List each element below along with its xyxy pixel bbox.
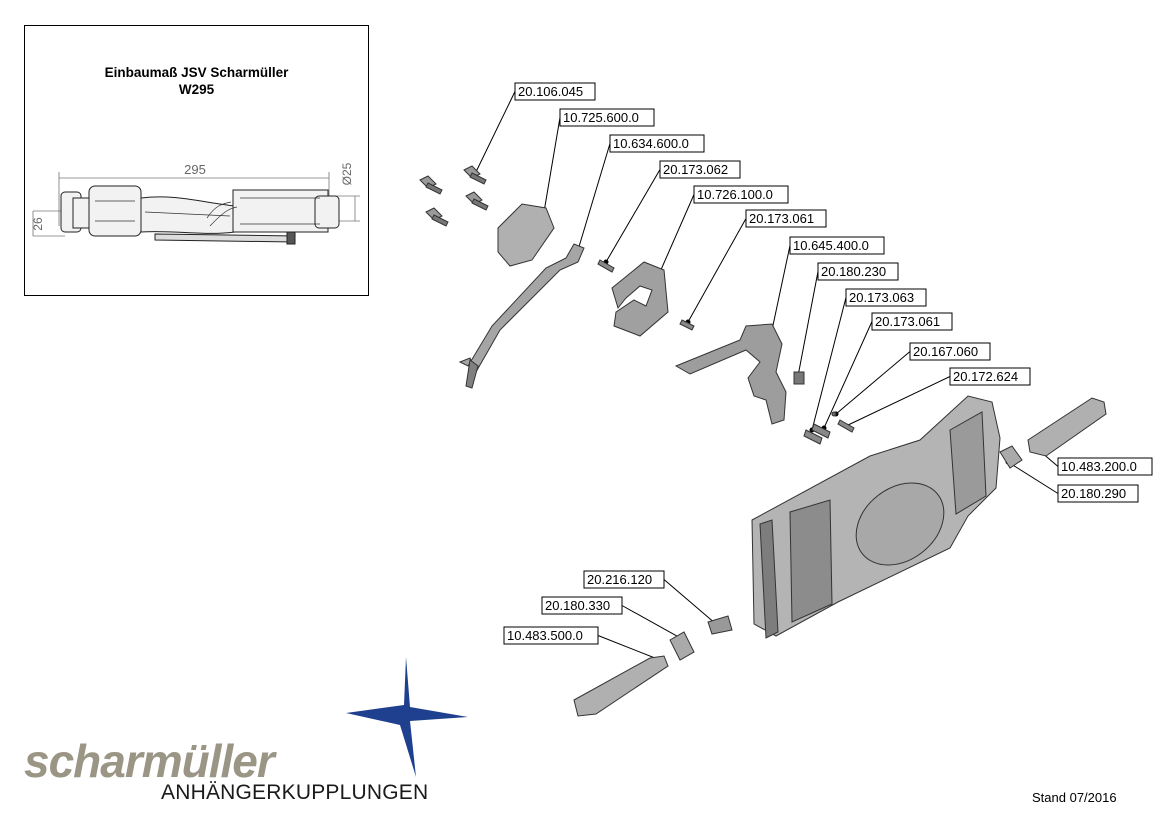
part-number-label: 20.173.063: [849, 290, 914, 305]
part-number-label: 20.106.045: [518, 84, 583, 99]
part-callout: 20.173.061: [745, 209, 827, 228]
leader-line: [621, 605, 685, 641]
part-callout: 10.645.400.0: [789, 236, 885, 255]
revision-date: Stand 07/2016: [1032, 790, 1117, 805]
part-number-label: 20.216.120: [587, 572, 652, 587]
spring-right-shape: [999, 445, 1023, 469]
part-number-label: 20.173.061: [749, 211, 814, 226]
part-callout-box: [541, 596, 623, 615]
part-callout-box: [514, 82, 596, 101]
leader-line: [771, 245, 791, 331]
brand-wordmark: scharmüller: [24, 735, 275, 787]
part-shapes: [419, 165, 1107, 717]
leader-line: [835, 351, 911, 415]
spring-bottom-shape: [669, 631, 695, 661]
part-callout-box: [745, 209, 827, 228]
leader-line: [663, 579, 717, 625]
inset-title: Einbaumaß JSV Scharmüller W295: [25, 64, 368, 98]
clip-shape: [707, 615, 733, 635]
part-callout-box: [609, 134, 705, 153]
leader-line: [543, 117, 561, 213]
part-callout: 10.726.100.0: [693, 185, 789, 204]
leader-line: [577, 143, 611, 251]
part-callout: 20.173.061: [871, 312, 953, 331]
pin-bottom-shape: [573, 655, 669, 717]
leader-line: [811, 297, 847, 431]
installation-dimension-inset: Einbaumaß JSV Scharmüller W295 295 26 Ø2…: [24, 25, 369, 296]
part-callout: 20.172.624: [949, 367, 1031, 386]
part-number-label: 20.180.330: [545, 598, 610, 613]
part-callout: 20.180.290: [1057, 484, 1139, 503]
part-callout-box: [817, 262, 899, 281]
part-callout-box: [949, 367, 1031, 386]
leader-line: [823, 321, 873, 429]
inset-dim-length: 295: [184, 162, 206, 177]
part-callout: 20.106.045: [514, 82, 596, 101]
part-number-label: 20.173.062: [663, 162, 728, 177]
brand-tagline: ANHÄNGERKUPPLUNGEN: [161, 781, 429, 804]
bracket-shape: [611, 261, 669, 337]
part-number-label: 20.180.230: [821, 264, 886, 279]
part-number-label: 20.173.061: [875, 314, 940, 329]
part-callout-box: [659, 160, 741, 179]
part-callout-box: [789, 236, 885, 255]
part-callout: 10.483.200.0: [1057, 457, 1153, 476]
inset-drawing: 295 26 Ø25: [31, 162, 360, 245]
leader-line: [845, 376, 951, 427]
part-callout-box: [583, 570, 665, 589]
part-callout: 10.634.600.0: [609, 134, 705, 153]
part-callout: 20.180.330: [541, 596, 623, 615]
part-callout-box: [871, 312, 953, 331]
part-callout: 20.216.120: [583, 570, 665, 589]
leader-line: [687, 218, 747, 323]
part-callout: 10.483.500.0: [503, 626, 599, 645]
leader-line: [473, 91, 516, 177]
inset-title-line2: W295: [178, 82, 215, 97]
leader-line: [659, 194, 695, 273]
leader-line: [797, 271, 819, 377]
leader-line: [1007, 461, 1059, 494]
part-callout: 20.167.060: [909, 342, 991, 361]
inset-dim-diameter: Ø25: [340, 162, 354, 185]
part-callout-box: [693, 185, 789, 204]
part-number-label: 20.180.290: [1061, 486, 1126, 501]
bolt-shapes: [419, 165, 489, 227]
inset-title-line1: Einbaumaß JSV Scharmüller: [104, 65, 289, 80]
part-number-label: 10.483.200.0: [1061, 459, 1137, 474]
inset-dim-height: 26: [31, 217, 45, 231]
part-callout-box: [1057, 484, 1139, 503]
leader-line: [597, 635, 661, 661]
part-number-label: 10.725.600.0: [563, 110, 639, 125]
part-number-label: 10.634.600.0: [613, 136, 689, 151]
part-callout-box: [909, 342, 991, 361]
part-number-label: 20.167.060: [913, 344, 978, 359]
cover-plate-shape: [497, 203, 555, 267]
hook-shape: [674, 323, 787, 425]
pin-right-shape: [1027, 397, 1107, 457]
part-callout: 10.725.600.0: [559, 108, 655, 127]
part-number-label: 10.483.500.0: [507, 628, 583, 643]
pin-shape: [597, 259, 615, 273]
part-number-label: 20.172.624: [953, 369, 1018, 384]
part-callout-box: [1057, 457, 1153, 476]
part-callout-box: [503, 626, 599, 645]
leader-line: [605, 169, 661, 263]
coupling-side-view: [60, 185, 340, 245]
brand-logo-mark: [346, 657, 468, 777]
part-callout: 20.180.230: [817, 262, 899, 281]
part-callout-box: [559, 108, 655, 127]
part-callout: 20.173.063: [845, 288, 927, 307]
part-number-label: 10.645.400.0: [793, 238, 869, 253]
part-callout: 20.173.062: [659, 160, 741, 179]
part-number-label: 10.726.100.0: [697, 187, 773, 202]
part-callout-box: [845, 288, 927, 307]
